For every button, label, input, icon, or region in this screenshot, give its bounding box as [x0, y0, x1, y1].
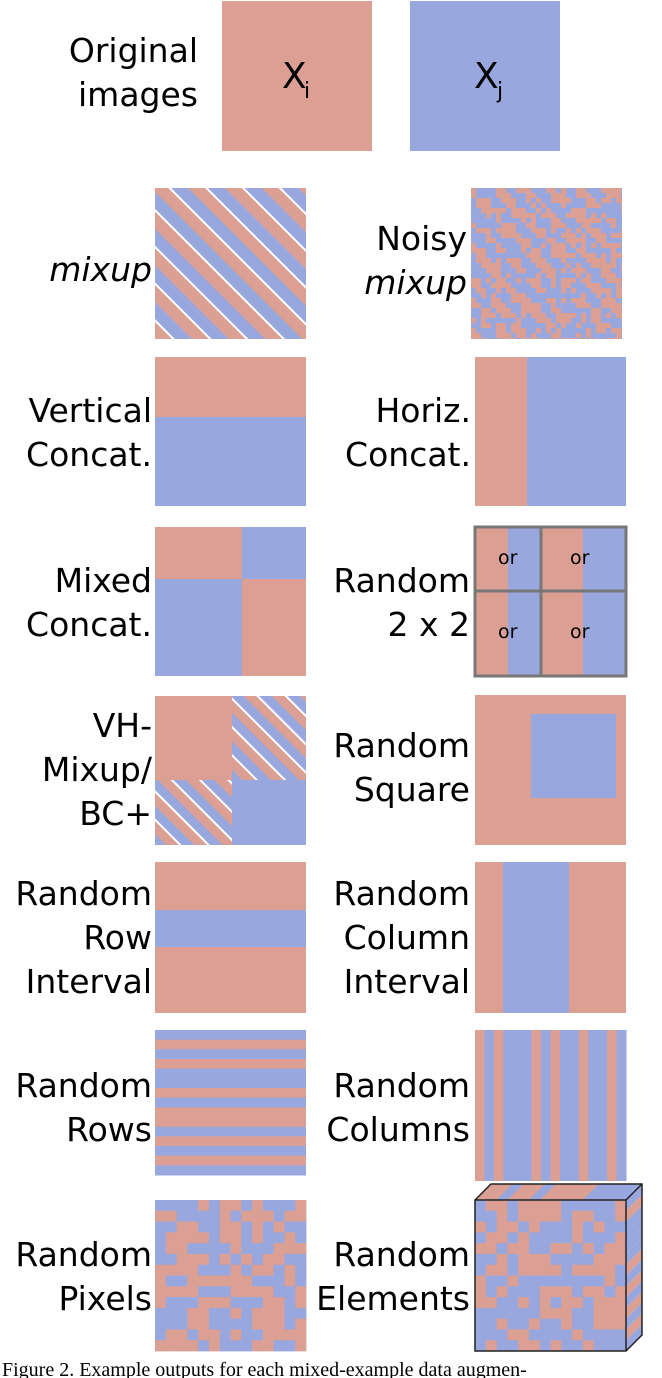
horiz-concat-label-line1: Horiz.	[375, 391, 471, 430]
vh-mixup-label-line1: VH-	[93, 706, 152, 745]
horiz-concat-label-line2: Concat.	[345, 435, 471, 474]
original-images-label-line1: Original	[69, 31, 198, 70]
image-xi	[222, 1, 372, 151]
random-rows-label-line1: Random	[15, 1066, 152, 1105]
random-2x2-label-line2: 2 x 2	[388, 605, 471, 644]
random-row-interval-label-line1: Random	[15, 874, 152, 913]
figure-caption: Figure 2. Example outputs for each mixed…	[2, 1359, 527, 1378]
or-label-3: or	[498, 621, 518, 643]
image-xj	[410, 1, 560, 151]
random-rows-image	[155, 1030, 306, 1176]
random-row-interval-label-line2: Row	[83, 918, 152, 957]
mixup-image	[155, 188, 306, 339]
random-square-label-line2: Square	[354, 770, 470, 809]
random-column-interval-label-line3: Interval	[344, 962, 470, 1001]
mixed-concat-label-line2: Concat.	[26, 605, 152, 644]
original-images-row: Original images X i X j	[69, 1, 560, 151]
random-2x2-image: or or or or	[473, 525, 628, 678]
random-column-interval-image	[475, 862, 626, 1013]
random-square-label-line1: Random	[333, 726, 470, 765]
vh-mixup-label-line3: BC+	[79, 794, 152, 833]
random-elements-label-line2: Elements	[316, 1279, 470, 1318]
xi-symbol: X	[282, 56, 307, 97]
random-square-image	[475, 695, 626, 845]
horiz-concat-image	[475, 357, 626, 506]
mixed-concat-image	[155, 527, 306, 676]
random-column-interval-label-line1: Random	[333, 874, 470, 913]
random-rows-label-line2: Rows	[66, 1110, 152, 1149]
or-label-4: or	[570, 621, 590, 643]
mixed-concat-label-line1: Mixed	[55, 561, 152, 600]
noisy-mixup-label-line1: Noisy	[376, 219, 467, 258]
random-pixels-label-line2: Pixels	[58, 1279, 152, 1318]
original-images-label-line2: images	[78, 75, 198, 114]
random-elements-image	[474, 1183, 643, 1352]
random-pixels-image	[155, 1200, 307, 1352]
xi-subscript: i	[304, 79, 310, 104]
random-row-interval-label-line3: Interval	[26, 962, 152, 1001]
vertical-concat-label-line1: Vertical	[28, 391, 152, 430]
or-label-1: or	[498, 547, 518, 569]
vertical-concat-label-line2: Concat.	[26, 435, 152, 474]
random-pixels-label-line1: Random	[15, 1235, 152, 1274]
random-column-interval-label-line2: Column	[344, 918, 470, 957]
random-2x2-label-line1: Random	[333, 561, 470, 600]
vh-mixup-label-line2: Mixup/	[42, 750, 153, 789]
or-label-2: or	[570, 547, 590, 569]
noisy-mixup-image	[471, 188, 622, 339]
random-elements-label-line1: Random	[333, 1235, 470, 1274]
random-columns-label-line1: Random	[333, 1066, 470, 1105]
random-row-interval-image	[155, 862, 306, 1013]
random-columns-image	[475, 1030, 627, 1181]
noisy-mixup-label-line2: mixup	[364, 263, 467, 302]
xj-subscript: j	[496, 79, 503, 104]
vh-mixup-image	[155, 696, 306, 845]
xj-symbol: X	[474, 56, 499, 97]
random-columns-label-line2: Columns	[326, 1110, 470, 1149]
mixup-label: mixup	[49, 250, 152, 289]
vertical-concat-image	[155, 357, 306, 506]
